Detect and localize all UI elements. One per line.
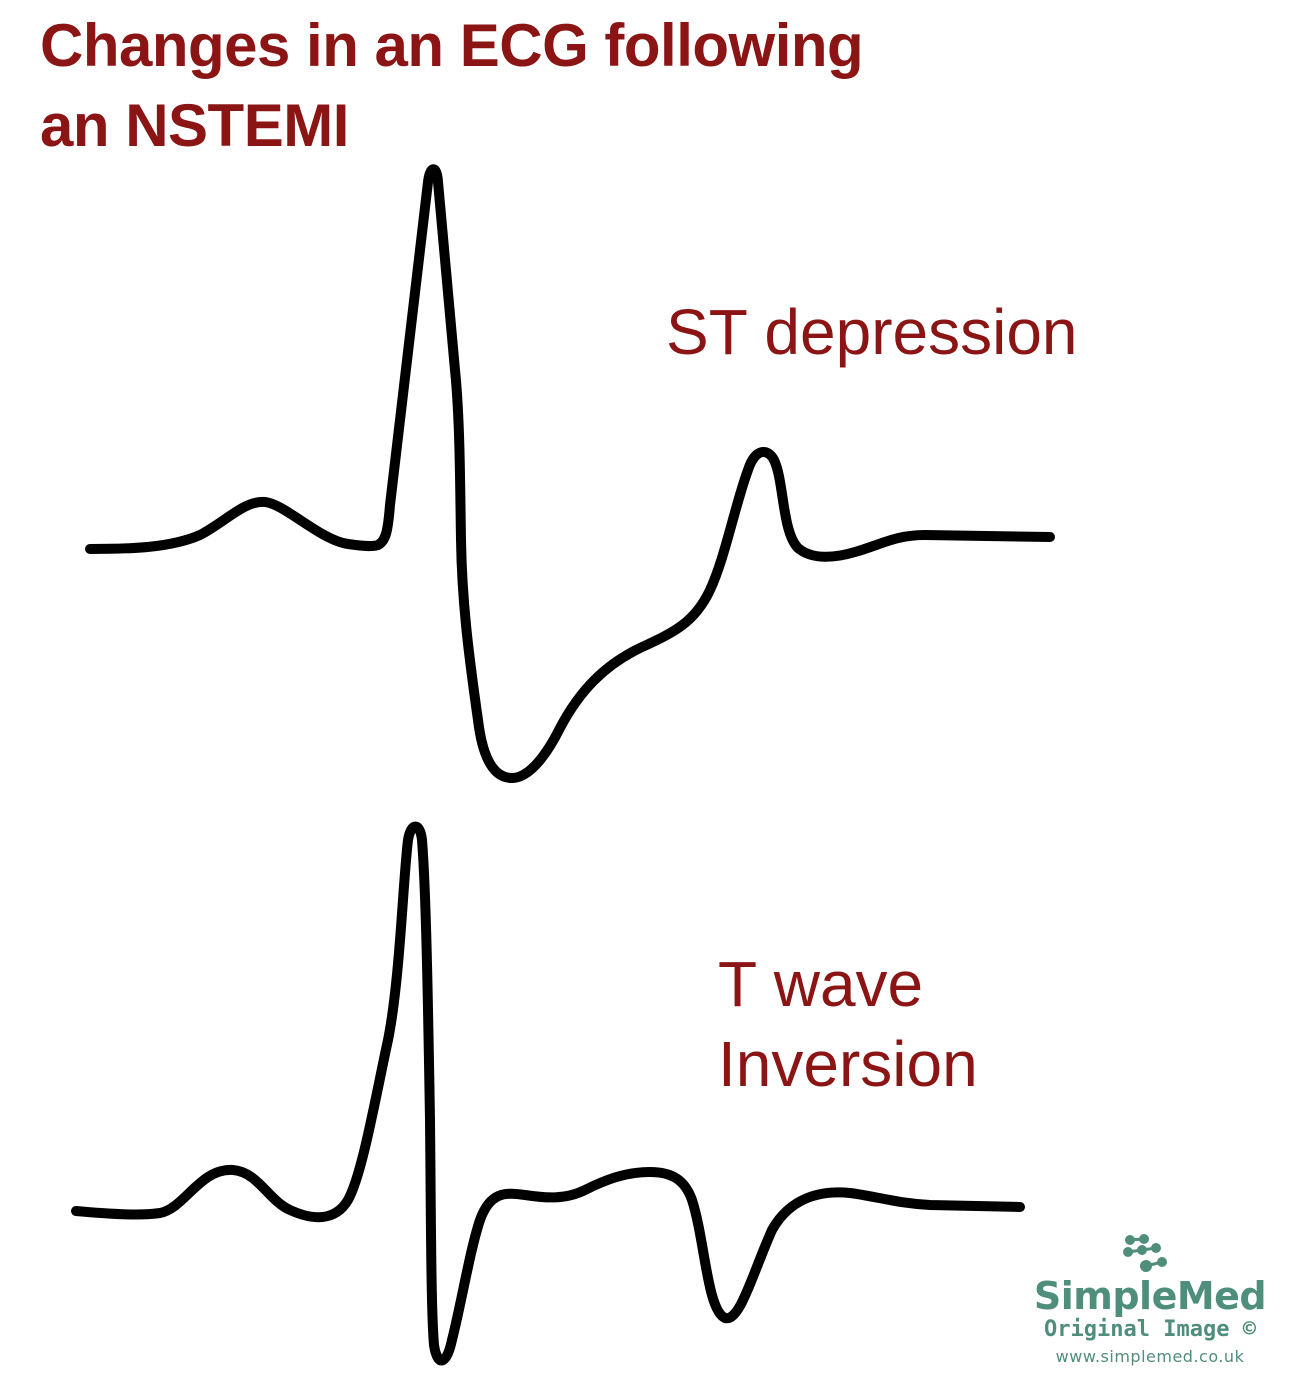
logo-url: www.simplemed.co.uk <box>1055 1347 1245 1366</box>
t-wave-inversion-label: T wave Inversion <box>718 944 978 1104</box>
ecg-trace-t-wave-inversion <box>71 821 1025 1366</box>
t-wave-label-line-1: T wave <box>718 948 924 1020</box>
logo-subtitle: Original Image © <box>1044 1317 1256 1342</box>
logo-name: SimpleMed <box>1033 1274 1267 1318</box>
title-line-2: an NSTEMI <box>40 92 349 159</box>
st-depression-label: ST depression <box>666 296 1078 368</box>
simplemed-logo: SimpleMed Original Image © www.simplemed… <box>1010 1232 1290 1370</box>
ecg-trace-st-depression <box>85 164 1055 783</box>
molecule-dots-icon <box>1123 1234 1167 1272</box>
title-line-1: Changes in an ECG following <box>40 12 864 79</box>
page-title: Changes in an ECG following an NSTEMI <box>40 6 1020 166</box>
t-wave-label-line-2: Inversion <box>718 1028 978 1100</box>
